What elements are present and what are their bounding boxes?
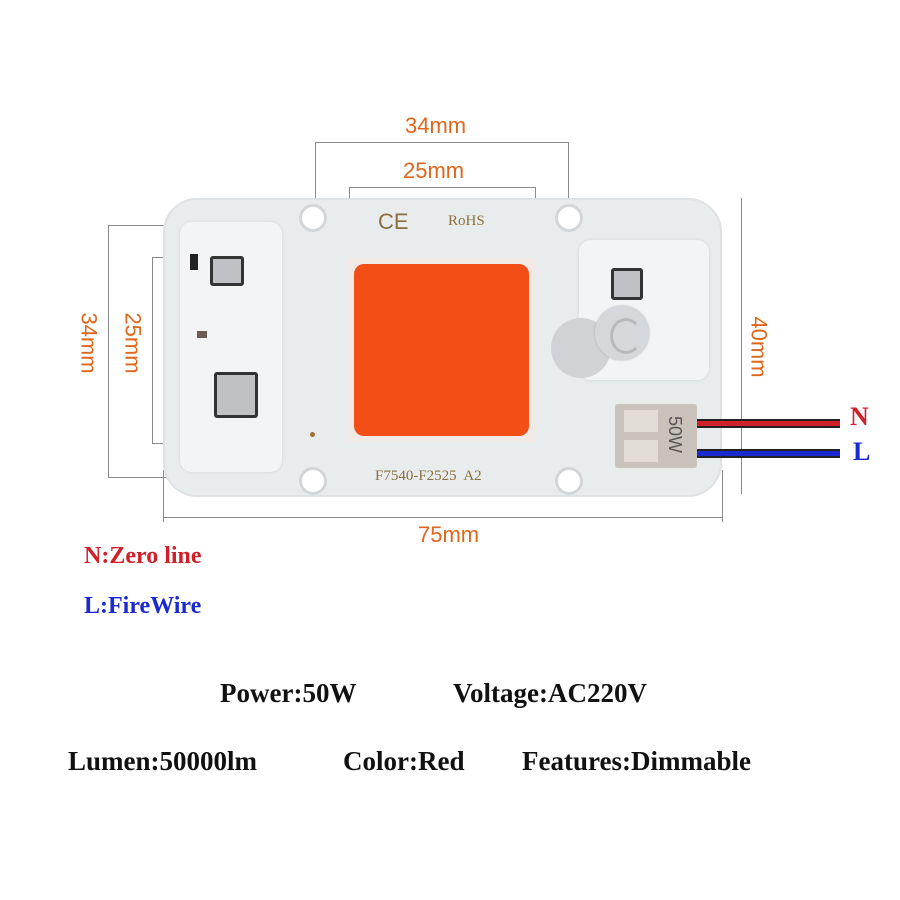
rohs-mark: RoHS: [448, 213, 485, 229]
capacitor-ring: [610, 318, 642, 354]
ce-mark: CE: [378, 209, 409, 234]
dim-tick: [163, 470, 164, 522]
legend-l: L:FireWire: [84, 593, 202, 619]
component: [190, 254, 198, 270]
chip: [210, 256, 244, 286]
spec-lumen: Lumen:50000lm: [68, 746, 257, 776]
terminal-slot: [624, 410, 658, 432]
spec-power: Power:50W: [220, 678, 357, 708]
dim-tick: [722, 470, 723, 522]
dim-line-bottom: [163, 517, 722, 518]
n-wire: [697, 419, 840, 428]
terminal-label: 50W: [665, 415, 686, 454]
spec-color: Color:Red: [343, 746, 465, 776]
dim-bottom-label: 75mm: [418, 522, 480, 547]
mounting-hole: [555, 204, 583, 232]
model-number: F7540-F2525 A2: [375, 468, 482, 484]
dim-right-label: 40mm: [746, 316, 772, 378]
l-wire: [697, 449, 840, 458]
dim-line-top-inner: [349, 187, 535, 188]
mounting-hole: [555, 467, 583, 495]
chip: [611, 268, 643, 300]
dim-line-right: [741, 198, 742, 494]
terminal-slot: [624, 440, 658, 462]
component: [197, 331, 207, 338]
l-wire-label: L: [853, 437, 871, 466]
legend-n: N:Zero line: [84, 543, 202, 569]
dim-tick: [568, 142, 569, 217]
n-wire-label: N: [850, 402, 869, 431]
led-chip-red: [354, 264, 529, 436]
dim-left-inner-label: 25mm: [120, 312, 146, 374]
dim-left-outer-label: 34mm: [76, 312, 102, 374]
dim-line-left-outer: [108, 225, 109, 477]
dim-top-inner-label: 25mm: [403, 158, 465, 183]
spec-features: Features:Dimmable: [522, 746, 751, 776]
dim-line-left-inner: [152, 257, 153, 443]
chip: [214, 372, 258, 418]
dim-tick: [315, 142, 316, 217]
mounting-hole: [299, 204, 327, 232]
spec-voltage: Voltage:AC220V: [453, 678, 647, 708]
dim-top-outer-label: 34mm: [405, 113, 467, 138]
mounting-hole: [299, 467, 327, 495]
dot: [310, 432, 315, 437]
dim-line-top-outer: [315, 142, 568, 143]
led-emitter: [348, 258, 535, 442]
